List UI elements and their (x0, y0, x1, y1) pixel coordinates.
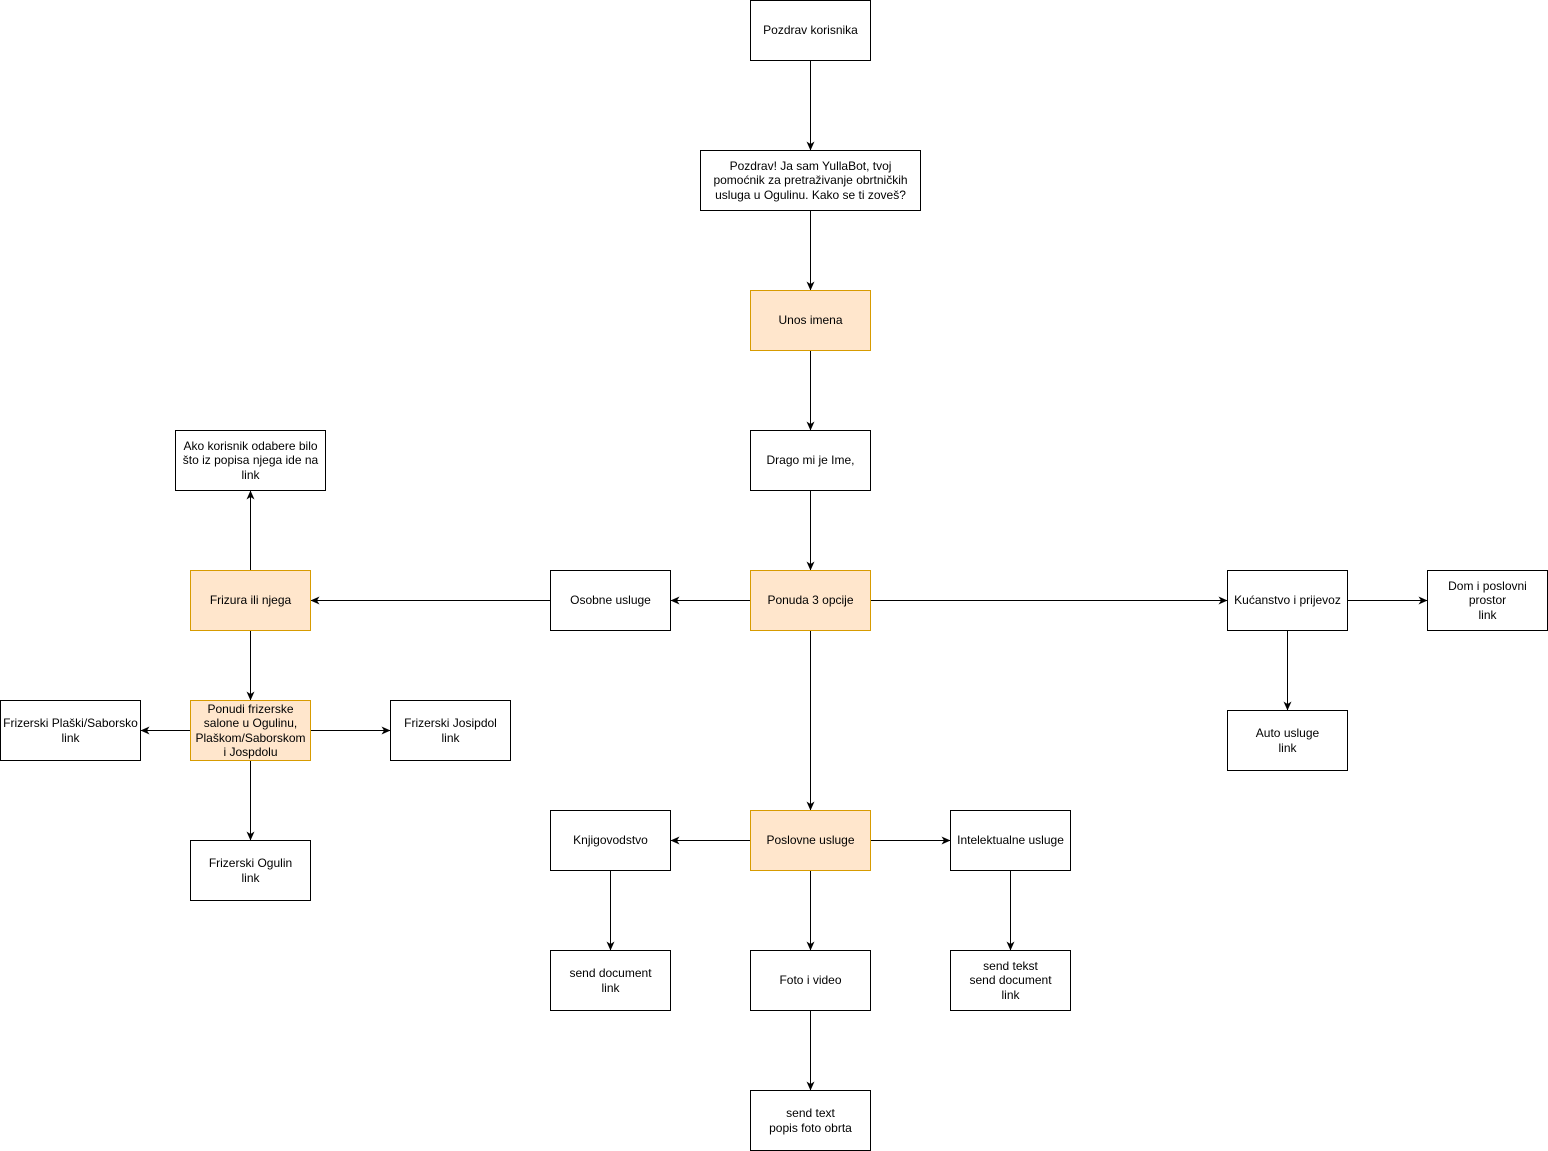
node-send-text-popis-foto-obrta: send text popis foto obrta (750, 1090, 871, 1151)
node-poslovne-usluge: Poslovne usluge (750, 810, 871, 871)
node-yullabot-greeting: Pozdrav! Ja sam YullaBot, tvoj pomoćnik … (700, 150, 921, 211)
node-kucanstvo-i-prijevoz: Kućanstvo i prijevoz (1227, 570, 1348, 631)
node-ponuda-3-opcije: Ponuda 3 opcije (750, 570, 871, 631)
node-unos-imena: Unos imena (750, 290, 871, 351)
node-frizerski-josipdol: Frizerski Josipdol link (390, 700, 511, 761)
node-drago-mi-je: Drago mi je Ime, (750, 430, 871, 491)
node-pozdrav-korisnika: Pozdrav korisnika (750, 0, 871, 61)
node-knjigovodstvo: Knjigovodstvo (550, 810, 671, 871)
node-frizura-ili-njega: Frizura ili njega (190, 570, 311, 631)
node-auto-usluge: Auto usluge link (1227, 710, 1348, 771)
node-ako-korisnik-odabere: Ako korisnik odabere bilo što iz popisa … (175, 430, 326, 491)
node-send-tekst-document-link: send tekst send document link (950, 950, 1071, 1011)
node-ponudi-frizerske-salone: Ponudi frizerske salone u Ogulinu, Plašk… (190, 700, 311, 761)
node-dom-i-poslovni-prostor: Dom i poslovni prostor link (1427, 570, 1548, 631)
node-osobne-usluge: Osobne usluge (550, 570, 671, 631)
node-frizerski-ogulin: Frizerski Ogulin link (190, 840, 311, 901)
node-frizerski-plaski-saborsko: Frizerski Plaški/Saborsko link (0, 700, 141, 761)
node-intelektualne-usluge: Intelektualne usluge (950, 810, 1071, 871)
node-foto-i-video: Foto i video (750, 950, 871, 1011)
node-send-document-link: send document link (550, 950, 671, 1011)
